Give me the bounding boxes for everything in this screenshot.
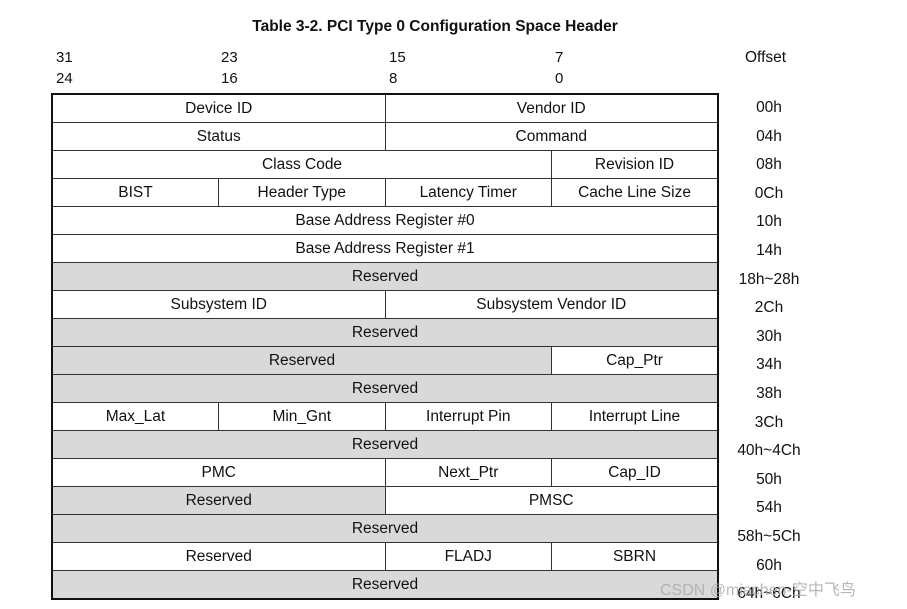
- register-field: Cache Line Size: [551, 178, 719, 207]
- offset-label: 40h~4Ch: [737, 442, 801, 460]
- bit-label-31: 31: [56, 49, 73, 66]
- offset-column: 00h 04h 08h 0Ch 10h 14h 18h~28h 2Ch 30h 34h 38h 3Ch…: [722, 94, 816, 609]
- bit-label-24: 24: [56, 70, 73, 87]
- bit-label-16: 16: [221, 70, 238, 87]
- table-row: Reserved: [51, 262, 719, 291]
- offset-header: Offset: [745, 49, 787, 66]
- offset-label: 64h~6Ch: [737, 585, 801, 603]
- offset-label: 0Ch: [754, 184, 784, 202]
- offset-label: 34h: [756, 356, 782, 374]
- register-field: Reserved: [51, 514, 719, 543]
- offset-label: 08h: [756, 156, 782, 174]
- register-field: Header Type: [218, 178, 386, 207]
- offset-label: 18h~28h: [738, 270, 800, 288]
- table-row: Reserved: [51, 374, 719, 403]
- register-field: SBRN: [551, 542, 719, 571]
- register-field: Interrupt Line: [551, 402, 719, 431]
- register-field: Device ID: [51, 93, 386, 123]
- table-row: Base Address Register #1: [51, 234, 719, 263]
- table-row: Reserved: [51, 514, 719, 543]
- register-field: PMSC: [384, 486, 719, 515]
- register-field: Base Address Register #0: [51, 206, 719, 235]
- table-row: Reserved: [51, 430, 719, 459]
- register-field: Max_Lat: [51, 402, 219, 431]
- register-field: Interrupt Pin: [384, 402, 552, 431]
- offset-label: 14h: [756, 241, 782, 259]
- register-field: Reserved: [51, 570, 719, 600]
- offset-label: 54h: [756, 499, 782, 517]
- bit-label-23: 23: [221, 49, 238, 66]
- offset-label: 3Ch: [754, 413, 784, 431]
- register-field: FLADJ: [384, 542, 552, 571]
- watermark: CSDN @miachen-空中飞鸟: [660, 582, 856, 599]
- register-field: Reserved: [51, 374, 719, 403]
- offset-label: 38h: [756, 384, 782, 402]
- register-field: Reserved: [51, 318, 719, 347]
- register-field: Cap_ID: [551, 458, 719, 487]
- offset-label: 50h: [756, 470, 782, 488]
- offset-label: 10h: [756, 213, 782, 231]
- register-field: PMC: [51, 458, 386, 487]
- table-row: Reserved: [51, 570, 719, 600]
- register-field: Status: [51, 122, 386, 151]
- register-field: Revision ID: [551, 150, 719, 179]
- register-field: Subsystem ID: [51, 290, 386, 319]
- bit-label-0: 0: [555, 70, 564, 87]
- offset-label: 04h: [756, 127, 782, 145]
- table-row: Base Address Register #0: [51, 206, 719, 235]
- offset-label: 60h: [756, 556, 782, 574]
- register-field: Reserved: [51, 262, 719, 291]
- offset-label: 00h: [756, 99, 782, 116]
- bit-label-8: 8: [389, 70, 398, 87]
- table-title: Table 3-2. PCI Type 0 Configuration Spac…: [252, 18, 618, 35]
- register-field: Base Address Register #1: [51, 234, 719, 263]
- bit-label-15: 15: [389, 49, 406, 66]
- register-field: Reserved: [51, 430, 719, 459]
- register-field: Class Code: [51, 150, 552, 179]
- register-field: Latency Timer: [384, 178, 552, 207]
- register-field: Reserved: [51, 542, 386, 571]
- table-row: Reserved: [51, 318, 719, 347]
- register-field: Subsystem Vendor ID: [384, 290, 719, 319]
- offset-label: 30h: [756, 327, 782, 345]
- register-field: Command: [384, 122, 719, 151]
- register-field: BIST: [51, 178, 219, 207]
- register-field: Vendor ID: [384, 93, 719, 123]
- register-field: Cap_Ptr: [551, 346, 719, 375]
- bit-label-7: 7: [555, 49, 564, 66]
- register-field: Next_Ptr: [384, 458, 552, 487]
- offset-label: 58h~5Ch: [737, 527, 801, 545]
- register-field: Min_Gnt: [218, 402, 386, 431]
- register-field: Reserved: [51, 346, 552, 375]
- offset-label: 2Ch: [754, 299, 784, 317]
- register-field: Reserved: [51, 486, 386, 515]
